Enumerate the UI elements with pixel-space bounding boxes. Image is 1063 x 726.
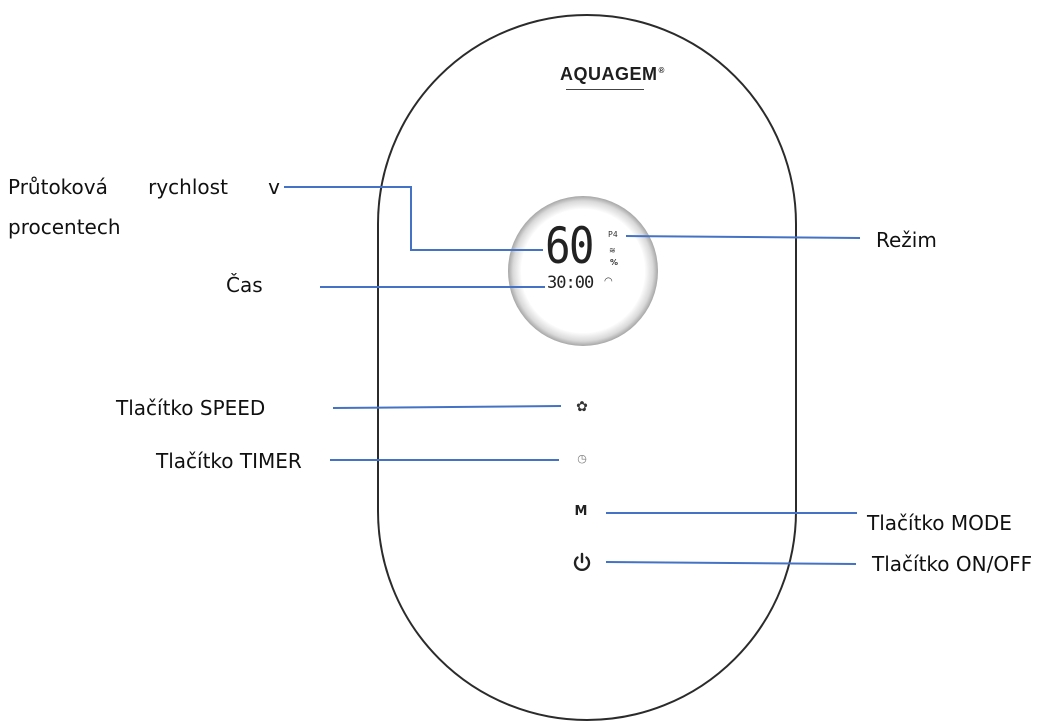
clock-icon[interactable]: ◷	[577, 452, 587, 465]
brand-logo: AQUAGEM®	[560, 64, 664, 85]
flow-rate-word-2: rychlost	[148, 175, 228, 199]
flow-rate-word-3: v	[268, 175, 280, 199]
wave-icon: ≋	[609, 246, 616, 255]
speed-readout: 60	[545, 217, 594, 275]
mode-readout: P4	[608, 230, 618, 239]
registered-mark: ®	[658, 66, 665, 75]
leader-flow-rate	[284, 186, 543, 251]
wifi-icon: ◠	[604, 276, 613, 287]
mode-label: Režim	[876, 228, 937, 252]
speed-button-label: Tlačítko SPEED	[116, 396, 266, 420]
device-body	[377, 14, 797, 721]
leader-mode	[625, 235, 861, 239]
timer-button-label: Tlačítko TIMER	[156, 449, 302, 473]
flow-rate-word-1: Průtoková	[8, 175, 108, 199]
flow-rate-label: Průtoková rychlost v	[8, 175, 280, 199]
brand-name: AQUAGEM	[560, 64, 658, 84]
time-label: Čas	[226, 273, 263, 297]
m-letter-icon[interactable]: M	[574, 504, 588, 519]
onoff-button-label: Tlačítko ON/OFF	[872, 552, 1033, 576]
brand-underline	[566, 89, 644, 90]
leader-speed	[332, 405, 562, 409]
display-screen	[521, 209, 645, 333]
time-readout: 30:00	[547, 273, 594, 293]
power-icon[interactable]	[571, 551, 593, 573]
leader-onoff	[605, 561, 857, 565]
flow-rate-label-line2: procentech	[8, 215, 121, 239]
mode-button-label: Tlačítko MODE	[867, 511, 1012, 535]
percent-sign: %	[610, 258, 619, 267]
fan-icon[interactable]: ✿	[576, 399, 588, 415]
